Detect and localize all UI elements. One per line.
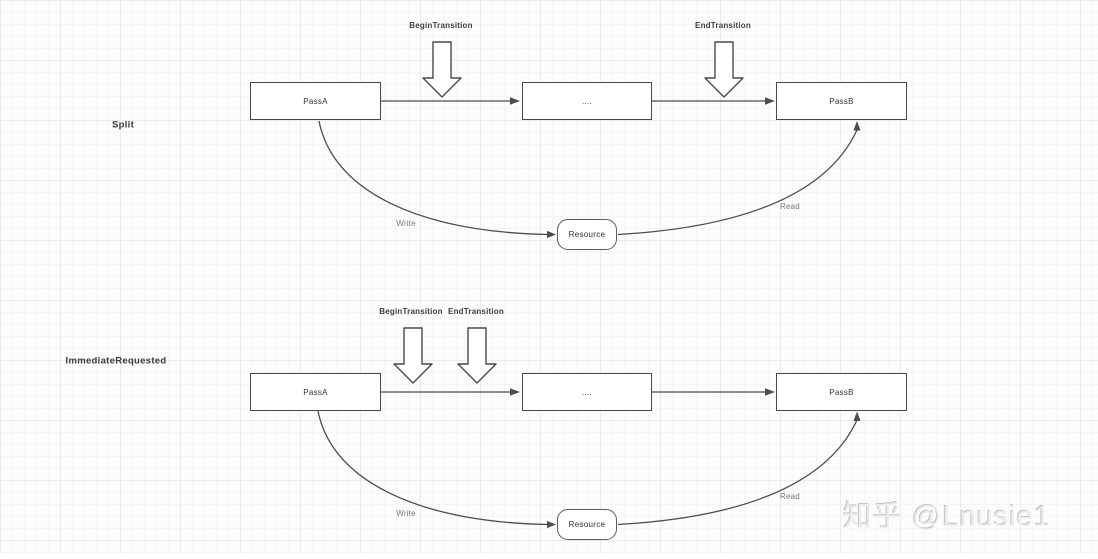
arrowhead-icon [547, 520, 556, 529]
begin-transition-down-arrow-icon [393, 327, 433, 384]
arrowhead-icon [547, 230, 556, 239]
node-resource: Resource [557, 219, 617, 250]
node-resource-label: Resource [568, 230, 606, 239]
section-label-immediaterequested: ImmediateRequested [65, 355, 167, 367]
node-passa: PassA [250, 82, 381, 120]
node-passb: PassB [776, 373, 907, 411]
node-passb: PassB [776, 82, 907, 120]
edge-write [318, 120, 549, 236]
edge-read [617, 419, 858, 526]
begin-transition-label: BeginTransition [409, 21, 473, 30]
node-middle: .... [522, 82, 652, 120]
section-label-split: Split [111, 119, 135, 131]
node-resource: Resource [557, 509, 617, 540]
edge-label-read: Read [780, 492, 800, 501]
edge-read [617, 129, 858, 236]
arrowhead-icon [510, 97, 520, 105]
node-middle: .... [522, 373, 652, 411]
node-middle-label: .... [581, 387, 593, 397]
node-passa-label: PassA [303, 96, 328, 106]
canvas-bottom-strip [0, 553, 1098, 559]
edge-label-write: Write [396, 219, 416, 228]
arrowhead-icon [510, 388, 520, 396]
arrowhead-icon [765, 97, 775, 105]
node-passb-label: PassB [829, 387, 854, 397]
edge-label-write: Write [396, 509, 416, 518]
end-transition-down-arrow-icon [457, 327, 497, 384]
arrowhead-icon [853, 121, 861, 131]
end-transition-label: EndTransition [448, 307, 504, 316]
arrowhead-icon [765, 388, 775, 396]
node-passa: PassA [250, 373, 381, 411]
node-passb-label: PassB [829, 96, 854, 106]
edge-label-read: Read [780, 202, 800, 211]
watermark: 知乎 @Lnusie1 [843, 501, 1052, 533]
begin-transition-down-arrow-icon [422, 41, 462, 98]
end-transition-down-arrow-icon [704, 41, 744, 98]
node-passa-label: PassA [303, 387, 328, 397]
node-resource-label: Resource [568, 520, 606, 529]
arrowhead-icon [853, 411, 861, 421]
edge-write [317, 410, 549, 526]
node-middle-label: .... [581, 96, 593, 106]
begin-transition-label: BeginTransition [379, 307, 443, 316]
end-transition-label: EndTransition [695, 21, 751, 30]
